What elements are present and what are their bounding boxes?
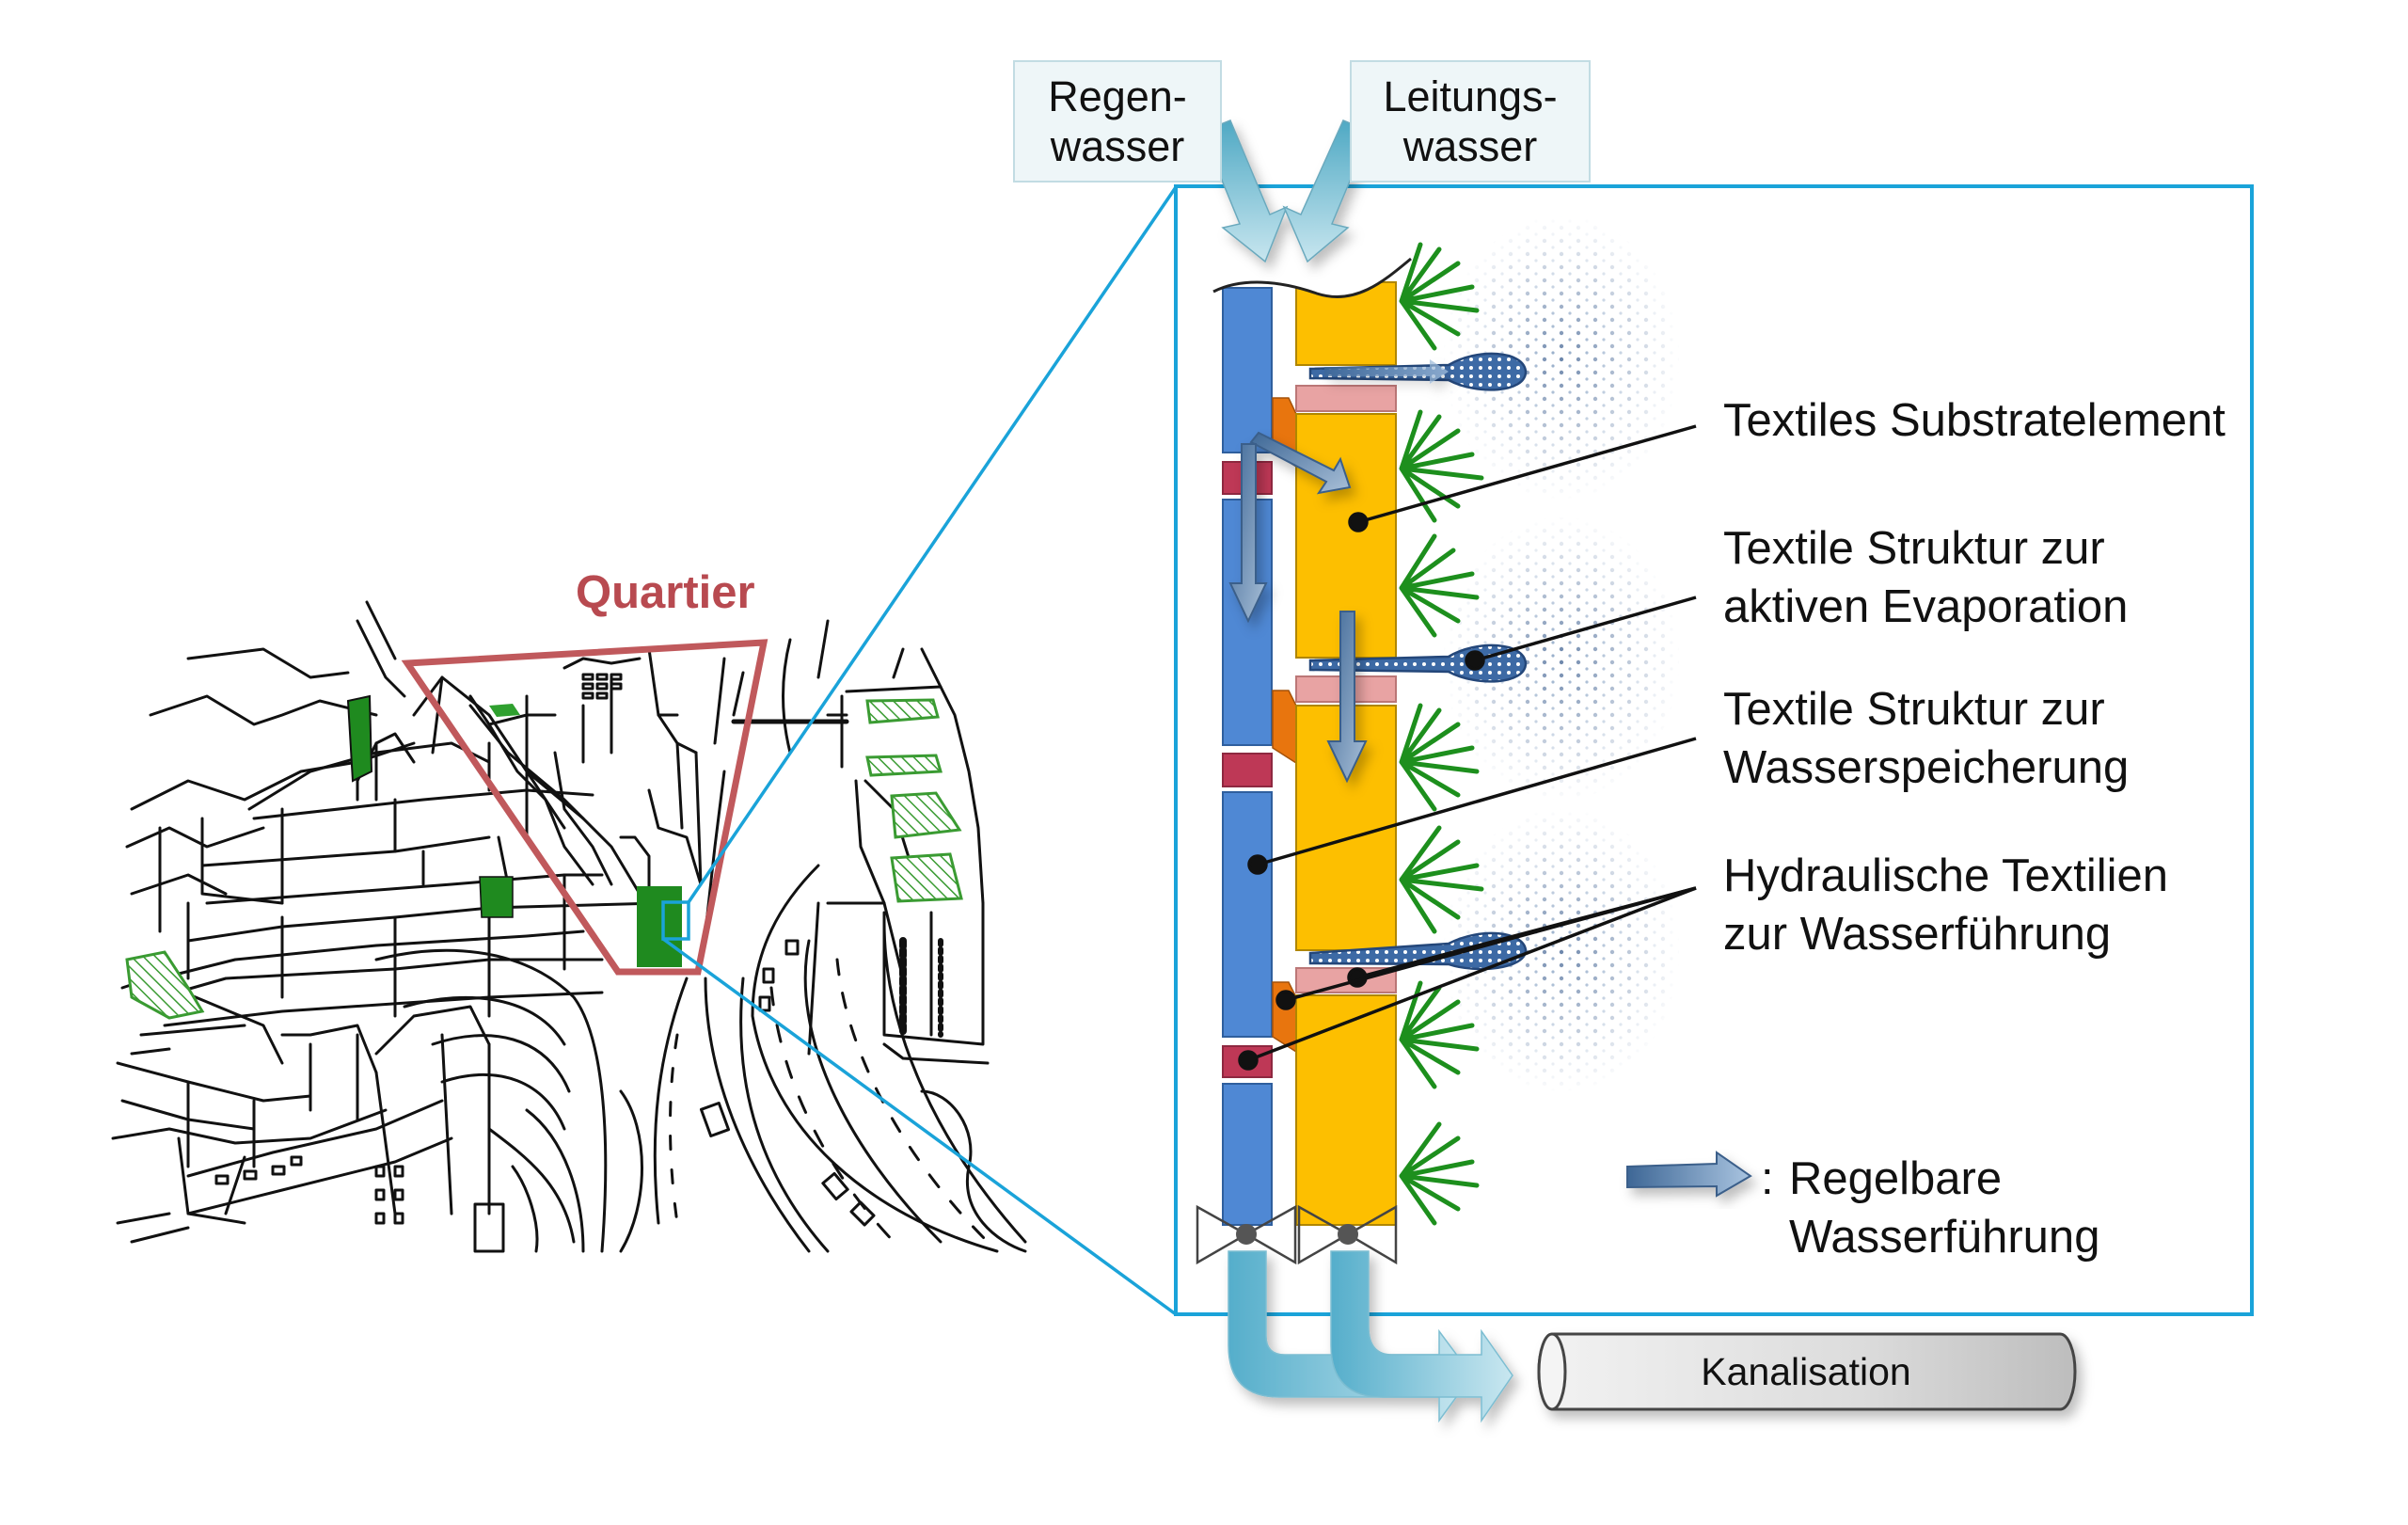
green-roofs	[125, 694, 963, 1020]
district-outline	[401, 639, 768, 976]
valves	[1196, 1204, 1398, 1265]
substrate-outflow-arrow	[1330, 1250, 1513, 1423]
label-storage-line2: Wasserspeicherung	[1723, 742, 2130, 793]
flow-arrow	[1249, 431, 1352, 495]
sewer-label: Kanalisation	[1701, 1350, 1911, 1393]
tapwater-source-box: Leitungs- wasser	[1350, 60, 1591, 183]
tapwater-inflow-arrow	[1282, 119, 1371, 263]
controllable-flow-arrow-icon	[1626, 1151, 1752, 1198]
plants	[1399, 242, 1484, 1226]
label-hydraulic-line1: Hydraulische Textilien	[1723, 850, 2168, 901]
legend-separator: :	[1761, 1153, 1774, 1204]
column-cut-stroke	[1212, 257, 1412, 299]
rainwater-source-box: Regen- wasser	[1013, 60, 1222, 183]
valve-storage	[1196, 1204, 1297, 1265]
label-evaporation-line1: Textile Struktur zur	[1723, 523, 2105, 574]
label-evaporation-line2: aktiven Evaporation	[1723, 581, 2129, 632]
district-label: Quartier	[576, 567, 755, 618]
label-hydraulic-line2: zur Wasserführung	[1723, 909, 2112, 960]
label-storage: Textile Struktur zur Wasserspeicherung	[1723, 680, 2129, 797]
tapwater-label-line1: Leitungs-	[1383, 72, 1558, 120]
leader-lines	[1238, 424, 1697, 1071]
plant	[1399, 980, 1480, 1089]
storage-column	[1222, 287, 1273, 1226]
plant	[1399, 1121, 1480, 1226]
label-substrate-line1: Textiles Substratelement	[1723, 395, 2226, 446]
evaporation-drop	[1308, 931, 1528, 971]
zoom-indicator	[661, 186, 1178, 1316]
legend-line1: Regelbare	[1789, 1153, 2003, 1204]
evaporation-mist	[1441, 214, 1682, 1094]
plant	[1399, 409, 1484, 523]
plant	[1399, 533, 1480, 638]
flow-arrow	[1324, 359, 1449, 384]
label-hydraulic: Hydraulische Textilien zur Wasserführung	[1723, 847, 2168, 963]
controllable-flow-arrows	[1228, 359, 1449, 784]
plant	[1399, 242, 1480, 351]
flow-arrow	[1326, 611, 1368, 784]
valve-substrate	[1297, 1204, 1398, 1265]
outflow-arrows	[1228, 1250, 1513, 1423]
plant	[1399, 825, 1484, 934]
rainwater-inflow-arrow	[1201, 119, 1289, 263]
city-sketch	[111, 600, 1027, 1253]
rainwater-label-line1: Regen-	[1048, 72, 1187, 120]
plant	[1399, 703, 1480, 812]
label-substrate: Textiles Substratelement	[1723, 391, 2226, 450]
label-storage-line1: Textile Struktur zur	[1723, 684, 2105, 735]
sewer-pipe	[1537, 1332, 2077, 1411]
label-evaporation: Textile Struktur zur aktiven Evaporation	[1723, 519, 2128, 636]
legend-line2: Wasserführung	[1789, 1212, 2100, 1263]
inflow-arrows	[1201, 119, 1371, 263]
rainwater-label-line2: wasser	[1050, 122, 1185, 170]
legend-text: Regelbare Wasserführung	[1789, 1150, 2099, 1266]
tapwater-label-line2: wasser	[1402, 122, 1538, 170]
flow-arrow	[1228, 443, 1268, 624]
